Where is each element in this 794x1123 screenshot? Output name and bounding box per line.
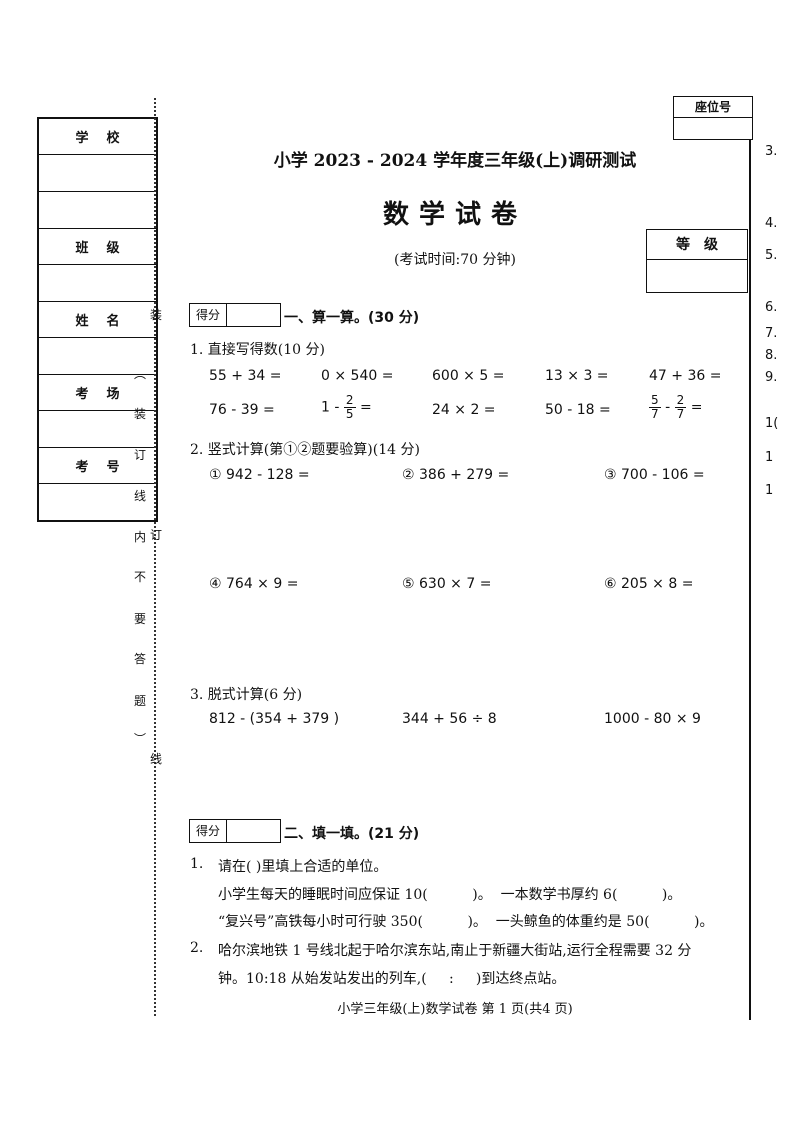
margin-number: 1: [765, 483, 774, 498]
oral-calc-item: 600 × 5 =: [432, 368, 505, 384]
binding-char: 线: [133, 489, 146, 503]
score-field[interactable]: [227, 820, 280, 842]
page-title: 数学试卷: [382, 200, 527, 230]
s2-q1-number: 1.: [190, 856, 204, 872]
s2-q2-line2: 钟。10:18 从始发站发出的列车,( : )到达终点站。: [218, 971, 566, 987]
class-label: 班级: [39, 229, 156, 265]
binding-char-xian: 线: [149, 752, 162, 766]
margin-number: 5.: [765, 248, 778, 263]
binding-char: 要: [133, 612, 146, 626]
binding-char-ding: 订: [149, 528, 162, 542]
name-field[interactable]: [39, 338, 156, 375]
fraction-denominator: 7: [676, 407, 685, 421]
s2-q1-line3: “复兴号”高铁每小时可行驶 350( )。 一头鲸鱼的体重约是 50( )。: [218, 914, 714, 930]
binding-char: 装: [149, 308, 162, 322]
binding-dotted-line: [154, 98, 156, 1016]
school-field[interactable]: [39, 155, 156, 192]
binding-char: 答: [133, 652, 146, 666]
binding-char: 订: [133, 448, 146, 462]
s2-q2-line1: 哈尔滨地铁 1 号线北起于哈尔滨东站,南止于新疆大街站,运行全程需要 32 分: [218, 943, 692, 959]
name-label: 姓名: [39, 302, 156, 338]
oral-calc-item: 13 × 3 =: [545, 368, 609, 384]
seat-number-label: 座位号: [674, 97, 752, 118]
binding-char: ︶: [133, 732, 146, 746]
oral-calc-item: 0 × 540 =: [321, 368, 394, 384]
score-label: 得分: [190, 820, 227, 842]
exam-subtitle: 小学 2023 - 2024 学年度三年级(上)调研测试: [273, 151, 637, 171]
binding-char: ︵: [133, 367, 146, 381]
exam-time: (考试时间:70 分钟): [394, 252, 516, 268]
grade-label: 等级: [647, 230, 747, 260]
margin-number: 4.: [765, 216, 778, 231]
fraction-denominator: 5: [345, 407, 354, 421]
margin-number: 1(: [765, 416, 779, 431]
step-calc-item: 1000 - 80 × 9: [604, 711, 701, 727]
fraction-numerator: 2: [674, 393, 687, 408]
vertical-calc-item: ① 942 - 128 =: [209, 467, 310, 483]
vertical-calc-item: ④ 764 × 9 =: [209, 576, 299, 592]
oral-calc-item: 47 + 36 =: [649, 368, 722, 384]
score-box-section1: 得分: [189, 303, 281, 327]
score-field[interactable]: [227, 304, 280, 326]
section2-title: 二、填一填。(21 分): [284, 826, 420, 842]
seat-number-box: 座位号: [673, 96, 753, 140]
oral-calc-item: 24 × 2 =: [432, 402, 496, 418]
fraction-prefix: 1 -: [321, 399, 340, 416]
vertical-calc-item: ⑤ 630 × 7 =: [402, 576, 492, 592]
margin-number: 1: [765, 450, 774, 465]
margin-number: 6.: [765, 300, 778, 315]
binding-char: 题: [133, 694, 146, 708]
s2-q1-line2: 小学生每天的睡眠时间应保证 10( )。 一本数学书厚约 6( )。: [218, 887, 682, 903]
equals-sign: =: [690, 399, 703, 416]
binding-char: 内: [133, 530, 146, 544]
minus-sign: -: [665, 399, 671, 416]
binding-char: 不: [133, 570, 146, 584]
fraction-denominator: 7: [651, 407, 659, 421]
page-footer: 小学三年级(上)数学试卷 第 1 页(共4 页): [337, 1002, 573, 1017]
s2-q1-line1: 请在( )里填上合适的单位。: [218, 859, 388, 875]
q3-title: 3. 脱式计算(6 分): [190, 687, 303, 703]
equals-sign: =: [359, 399, 372, 416]
fraction-numerator: 2: [343, 393, 356, 408]
vertical-calc-item: ③ 700 - 106 =: [604, 467, 705, 483]
margin-number: 7.: [765, 326, 778, 341]
step-calc-item: 812 - (354 + 379 ): [209, 711, 340, 727]
grade-box: 等级: [646, 229, 748, 293]
step-calc-item: 344 + 56 ÷ 8: [402, 711, 497, 727]
number-label: 考号: [39, 448, 156, 484]
section1-title: 一、算一算。(30 分): [284, 310, 420, 326]
vertical-calc-item: ② 386 + 279 =: [402, 467, 510, 483]
oral-calc-item: 76 - 39 =: [209, 402, 275, 418]
score-label: 得分: [190, 304, 227, 326]
school-field-2[interactable]: [39, 192, 156, 229]
margin-number: 9.: [765, 370, 778, 385]
room-label: 考场: [39, 375, 156, 411]
vertical-calc-item: ⑥ 205 × 8 =: [604, 576, 694, 592]
oral-calc-item: 55 + 34 =: [209, 368, 282, 384]
margin-number: 8.: [765, 348, 778, 363]
score-box-section2: 得分: [189, 819, 281, 843]
room-field[interactable]: [39, 411, 156, 448]
school-label: 学校: [39, 119, 156, 155]
binding-char: 装: [133, 407, 146, 421]
fraction-numerator: 5: [649, 393, 661, 408]
q2-title: 2. 竖式计算(第①②题要验算)(14 分): [190, 442, 420, 458]
student-info-table: 学校 班级 姓名 考场 考号: [37, 117, 158, 522]
class-field[interactable]: [39, 265, 156, 302]
margin-number: 3.: [765, 144, 778, 159]
q1-title: 1. 直接写得数(10 分): [190, 342, 325, 358]
oral-calc-item: 50 - 18 =: [545, 402, 611, 418]
next-page-edge-line: [749, 140, 751, 1020]
s2-q2-number: 2.: [190, 940, 204, 956]
